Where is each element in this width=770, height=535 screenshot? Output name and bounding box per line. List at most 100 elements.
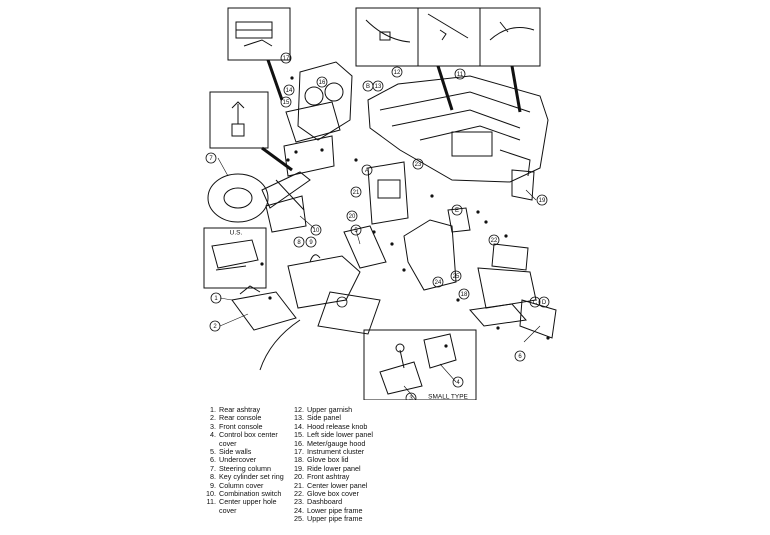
lever-inset: [209, 91, 293, 172]
callout-number: 5: [354, 228, 358, 234]
steering-column: [207, 171, 311, 233]
legend-item-label: Column cover: [219, 480, 264, 490]
callout-3: [405, 392, 417, 400]
dashboard-body: [367, 75, 549, 183]
callout-number: 17: [283, 56, 290, 62]
callout-number: 3: [409, 396, 413, 400]
callout-E: [451, 204, 463, 216]
legend-item-number: 11.: [206, 497, 216, 507]
callout-letter: D: [542, 300, 547, 306]
legend-item-number: 17.: [294, 447, 304, 457]
legend-item-number: 10.: [206, 489, 216, 499]
consoles: [231, 254, 381, 371]
legend-item: 15.Left side lower panel: [292, 430, 402, 440]
callout-letter: C: [533, 300, 538, 306]
legend-item-label: Control box center: [219, 430, 278, 440]
callout-9: [305, 236, 317, 248]
legend-item: 16.Meter/gauge hood: [292, 438, 402, 448]
callout-10: [310, 224, 322, 236]
callout-number: 6: [518, 354, 522, 360]
legend-item-number: 25.: [294, 514, 304, 524]
legend-item: 7.Steering column: [204, 463, 292, 473]
legend-item: 13.Side panel: [292, 413, 402, 423]
callout-number: 25: [453, 274, 460, 280]
legend-item-number: 18.: [294, 455, 304, 465]
legend-item-label: Upper garnish: [307, 405, 353, 414]
legend-item: 19.Ride lower panel: [292, 463, 402, 473]
legend-item: 23.Dashboard: [292, 497, 402, 507]
callout-letter: A: [365, 168, 369, 174]
legend-item: cover: [204, 438, 292, 448]
callout-11: [454, 68, 466, 80]
legend-item-number: 8.: [210, 472, 216, 482]
callout-number: 15: [283, 100, 290, 106]
callout-number: 22: [491, 238, 498, 244]
callout-A-1: [361, 164, 373, 176]
legend-item: 11.Center upper hole: [204, 497, 292, 507]
legend-item-label: Glove box lid: [307, 455, 349, 465]
legend-item-label: Rear ashtray: [219, 405, 261, 414]
legend-item: 6.Undercover: [204, 455, 292, 465]
callout-5: [350, 224, 362, 236]
legend-item: 2.Rear console: [204, 413, 292, 423]
callout-number: 16: [319, 80, 326, 86]
legend-item-number: 7.: [210, 463, 216, 473]
callout-16: [316, 76, 328, 88]
legend-item-label: Glove box cover: [307, 489, 359, 499]
legend-item-label: Lower pipe frame: [307, 505, 363, 515]
legend-item-label: Side panel: [307, 413, 341, 423]
legend-item-label: Center upper hole: [219, 497, 277, 507]
legend-item-number: 16.: [294, 438, 304, 448]
legend-item-number: 2.: [210, 413, 216, 423]
legend-item-number: 12.: [294, 405, 304, 414]
legend-item: 3.Front console: [204, 421, 292, 431]
leader-lines: [217, 157, 541, 400]
callout-20: [346, 210, 358, 222]
legend-item-number: 22.: [294, 489, 304, 499]
legend-item-number: [204, 507, 219, 515]
callout-D: [538, 296, 550, 308]
exploded-dashboard-diagram: 1234567891011121314151617181920212223242…: [203, 7, 557, 400]
callout-B: [362, 80, 374, 92]
callout-24: [432, 276, 444, 288]
legend-item-number: 24.: [294, 505, 304, 515]
callout-number: 4: [456, 380, 460, 386]
callout-19: [536, 194, 548, 206]
legend-item: 12.Upper garnish: [292, 405, 402, 414]
callout-number: 8: [297, 240, 301, 246]
callout-number: 9: [309, 240, 313, 246]
legend-item-number: 23.: [294, 497, 304, 507]
legend-item-number: 4.: [210, 430, 216, 440]
us-ashtray-inset: [203, 227, 267, 289]
legend-item-number: 15.: [294, 430, 304, 440]
legend-item-label: Ride lower panel: [307, 463, 361, 473]
callout-C: [529, 296, 541, 308]
callout-2: [209, 320, 221, 332]
callout-number: 14: [286, 88, 293, 94]
callout-7: [205, 152, 217, 164]
legend-item-label: Meter/gauge hood: [307, 438, 366, 448]
callout-letter: B: [366, 84, 370, 90]
legend-item-label: Center lower panel: [307, 480, 368, 490]
legend-item-number: 3.: [210, 421, 216, 431]
callout-23: [412, 158, 424, 170]
legend-item: 8.Key cylinder set ring: [204, 472, 292, 482]
callout-number: 10: [313, 228, 320, 234]
legend-item: 18.Glove box lid: [292, 455, 402, 465]
legend-item-label: Side walls: [219, 447, 252, 457]
legend-item-label: Steering column: [219, 463, 271, 473]
legend-item-label: Front console: [219, 421, 263, 431]
legend-item: 10.Combination switch: [204, 489, 292, 499]
legend-item: 1.Rear ashtray: [204, 405, 292, 414]
legend-item-number: 21.: [294, 480, 304, 490]
small-type-inset: [363, 329, 477, 400]
callout-number: 18: [461, 292, 468, 298]
legend-item: 14.Hood release knob: [292, 422, 402, 431]
callouts: [205, 52, 550, 400]
legend-item: 20.Front ashtray: [292, 472, 402, 481]
callout-15: [280, 96, 292, 108]
legend-item-number: 1.: [210, 405, 216, 414]
legend-item-label: cover: [219, 438, 237, 448]
legend-item-number: 6.: [210, 455, 216, 465]
